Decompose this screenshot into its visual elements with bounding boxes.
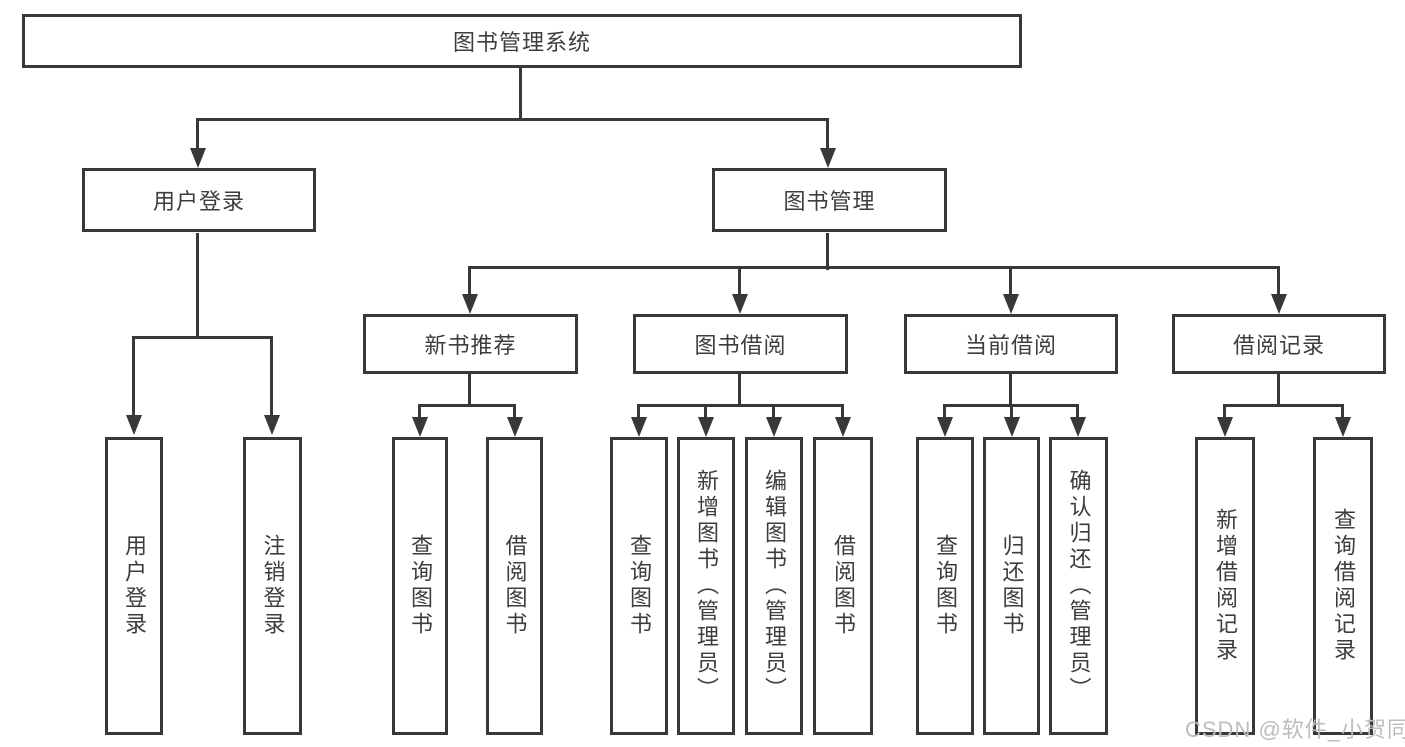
connector-line	[704, 406, 707, 420]
arrow-down-icon	[937, 417, 953, 437]
node-label: 图书管理	[783, 189, 876, 214]
connector-line	[738, 374, 741, 407]
leaf-label: 新增借阅记录	[1213, 508, 1238, 664]
arrow-down-icon	[1271, 294, 1287, 314]
node-library-system: 图书管理系统	[22, 14, 1022, 68]
arrow-down-icon	[190, 148, 206, 168]
node-label: 借阅记录	[1232, 333, 1325, 358]
arrow-down-icon	[820, 148, 836, 168]
connector-line	[943, 404, 1079, 407]
arrow-down-icon	[412, 417, 428, 437]
arrow-down-icon	[1335, 417, 1351, 437]
leaf-label: 归还图书	[999, 534, 1025, 638]
leaf-label: 借阅图书	[831, 534, 856, 638]
leaf-query-books-recommend: 查询图书	[392, 437, 448, 735]
connector-line	[1009, 268, 1012, 298]
connector-line	[196, 118, 829, 121]
arrow-down-icon	[1003, 294, 1019, 314]
leaf-label: 编辑图书（管理员）	[762, 469, 787, 703]
connector-line	[270, 338, 273, 420]
connector-line	[943, 406, 946, 420]
connector-line	[738, 268, 741, 298]
leaf-label: 查询图书	[627, 534, 652, 638]
leaf-query-books-borrowing: 查询图书	[610, 437, 668, 735]
leaf-query-books-current: 查询图书	[916, 437, 974, 735]
node-label: 新书推荐	[424, 333, 517, 358]
arrow-down-icon	[1004, 417, 1020, 437]
connector-line	[826, 233, 829, 270]
node-book-borrowing: 图书借阅	[633, 314, 848, 374]
node-label: 当前借阅	[964, 333, 1057, 358]
arrow-down-icon	[835, 417, 851, 437]
connector-line	[418, 406, 421, 420]
leaf-label: 借阅图书	[502, 534, 528, 638]
connector-line	[1277, 268, 1280, 298]
leaf-query-borrow-record: 查询借阅记录	[1313, 437, 1373, 735]
node-label: 图书借阅	[694, 333, 787, 358]
connector-line	[1010, 406, 1013, 420]
connector-line	[1223, 406, 1226, 420]
connector-line	[132, 336, 273, 339]
leaf-add-borrow-record: 新增借阅记录	[1195, 437, 1255, 735]
node-borrowing-records: 借阅记录	[1172, 314, 1386, 374]
leaf-add-books-admin: 新增图书（管理员）	[677, 437, 735, 735]
connector-line	[196, 120, 199, 154]
connector-line	[1009, 374, 1012, 407]
leaf-label: 查询借阅记录	[1331, 508, 1356, 664]
connector-line	[637, 406, 640, 420]
node-user-login: 用户登录	[82, 168, 316, 232]
arrow-down-icon	[631, 417, 647, 437]
connector-line	[132, 338, 135, 420]
connector-line	[196, 233, 199, 338]
leaf-label: 注销登录	[260, 534, 286, 638]
connector-line	[1341, 406, 1344, 420]
connector-line	[468, 268, 471, 298]
arrow-down-icon	[507, 417, 523, 437]
connector-line	[519, 68, 522, 120]
connector-line	[826, 120, 829, 154]
leaf-label: 用户登录	[122, 534, 147, 638]
arrow-down-icon	[1217, 417, 1233, 437]
connector-line	[1076, 406, 1079, 420]
connector-line	[772, 406, 775, 420]
leaf-label: 新增图书（管理员）	[694, 469, 719, 703]
connector-line	[1223, 404, 1344, 407]
connector-line	[841, 406, 844, 420]
connector-line	[418, 404, 516, 407]
leaf-borrow-books-recommend: 借阅图书	[486, 437, 543, 735]
leaf-confirm-return-admin: 确认归还（管理员）	[1049, 437, 1108, 735]
watermark: CSDN @软件_小贺同学	[1185, 717, 1405, 742]
arrow-down-icon	[766, 417, 782, 437]
leaf-user-login: 用户登录	[105, 437, 163, 735]
arrow-down-icon	[126, 415, 142, 435]
leaf-label: 确认归还（管理员）	[1066, 469, 1092, 703]
node-current-borrowing: 当前借阅	[904, 314, 1118, 374]
arrow-down-icon	[1070, 417, 1086, 437]
node-label: 用户登录	[152, 189, 245, 214]
node-label: 图书管理系统	[452, 30, 591, 55]
arrow-down-icon	[698, 417, 714, 437]
connector-line	[513, 406, 516, 420]
connector-line	[468, 374, 471, 407]
leaf-label: 查询图书	[408, 534, 433, 638]
leaf-edit-books-admin: 编辑图书（管理员）	[745, 437, 803, 735]
arrow-down-icon	[732, 294, 748, 314]
arrow-down-icon	[264, 415, 280, 435]
leaf-label: 查询图书	[933, 534, 958, 638]
node-new-book-recommend: 新书推荐	[363, 314, 578, 374]
leaf-return-books: 归还图书	[983, 437, 1040, 735]
leaf-borrow-books-borrowing: 借阅图书	[813, 437, 873, 735]
leaf-logout: 注销登录	[243, 437, 302, 735]
connector-line	[468, 266, 1280, 269]
connector-line	[637, 404, 844, 407]
connector-line	[1277, 374, 1280, 407]
node-book-management: 图书管理	[712, 168, 947, 232]
arrow-down-icon	[462, 294, 478, 314]
